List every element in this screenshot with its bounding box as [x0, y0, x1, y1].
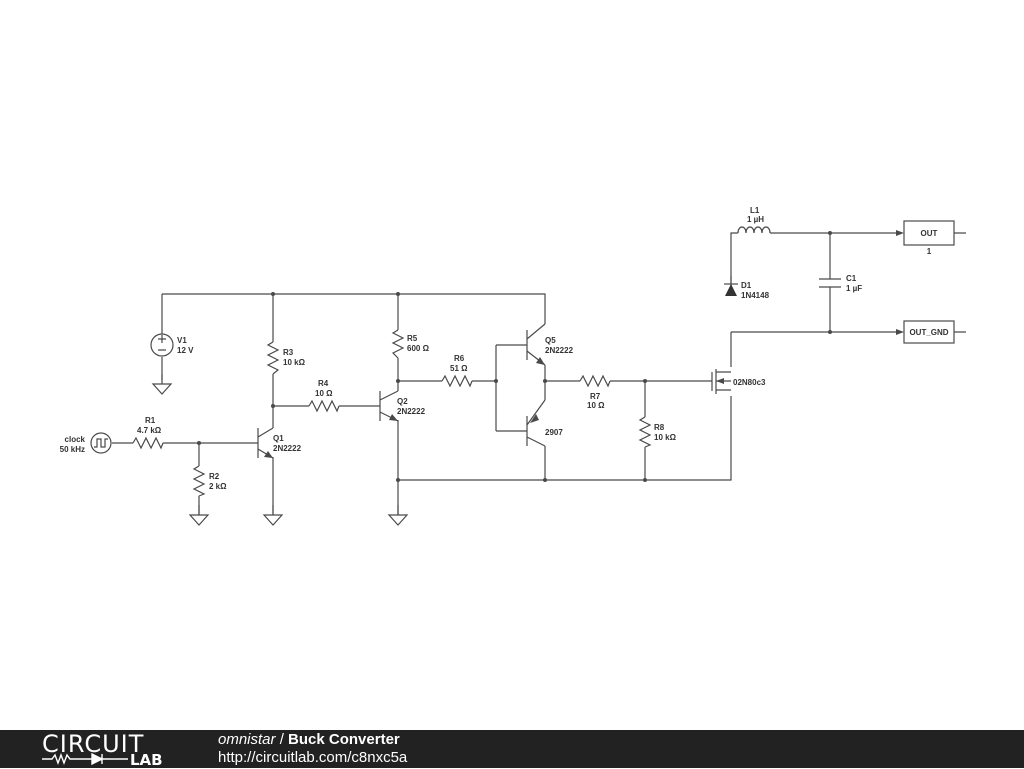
r8-name: R8: [654, 423, 665, 432]
wires: [112, 232, 966, 515]
mosfet-m1: 02N80c3: [711, 369, 766, 394]
r6-name: R6: [454, 354, 465, 363]
port-out: OUT 1: [896, 220, 955, 256]
transistor-q2: Q2 2N2222: [379, 390, 426, 422]
r5-value: 600 Ω: [407, 344, 430, 353]
r7-value: 10 Ω: [587, 401, 605, 410]
r4-name: R4: [318, 379, 329, 388]
resistor-r8: R8 10 kΩ: [638, 416, 677, 448]
resistor-r3: R3 10 kΩ: [266, 341, 306, 375]
r5-name: R5: [407, 334, 418, 343]
port-out-gnd-label: OUT_GND: [909, 328, 948, 337]
clock-name: clock: [65, 435, 86, 444]
v1-name: V1: [177, 336, 187, 345]
logo-lab-text: LAB: [130, 751, 163, 769]
resistor-r5: R5 600 Ω: [391, 329, 430, 359]
schematic-diagram: V1 12 V clock 50 kHz R1 4.7 kΩ R2 2 kΩ R…: [60, 206, 966, 526]
capacitor-c1: C1 1 µF: [819, 274, 862, 293]
logo-circuit-text: CIRCUIT: [42, 730, 145, 758]
r3-value: 10 kΩ: [283, 358, 306, 367]
q1-value: 2N2222: [273, 444, 302, 453]
r4-value: 10 Ω: [315, 389, 333, 398]
circuit-title-line: omnistar / Buck Converter: [218, 731, 400, 749]
inductor-l1: L1 1 µH: [737, 206, 771, 234]
m1-value: 02N80c3: [733, 378, 766, 387]
c1-value: 1 µF: [846, 284, 862, 293]
resistor-r2: R2 2 kΩ: [192, 465, 227, 497]
clock-value: 50 kHz: [60, 445, 85, 454]
footer-bar: CIRCUIT LAB omnistar / Buck Converter ht…: [0, 730, 1024, 768]
q2-name: Q2: [397, 397, 408, 406]
diode-d1: D1 1N4148: [724, 281, 770, 300]
r8-value: 10 kΩ: [654, 433, 677, 442]
q5-value: 2N2222: [545, 346, 574, 355]
l1-name: L1: [750, 206, 760, 215]
q1-name: Q1: [273, 434, 284, 443]
q5-name: Q5: [545, 336, 556, 345]
transistor-q5: Q5 2N2222: [526, 323, 574, 366]
junctions: [197, 231, 832, 482]
c1-name: C1: [846, 274, 857, 283]
r6-value: 51 Ω: [450, 364, 468, 373]
l1-value: 1 µH: [747, 215, 764, 224]
d1-name: D1: [741, 281, 752, 290]
author-link[interactable]: omnistar: [218, 731, 276, 748]
circuit-url[interactable]: http://circuitlab.com/c8nxc5a: [218, 749, 408, 766]
q2-value: 2N2222: [397, 407, 426, 416]
qpnp-value: 2907: [545, 428, 563, 437]
port-out-label: OUT: [921, 229, 938, 238]
resistor-r6: R6 51 Ω: [441, 354, 473, 388]
r3-name: R3: [283, 348, 294, 357]
title-separator: /: [275, 731, 289, 748]
port-out-sub: 1: [927, 247, 932, 256]
clock-source: clock 50 kHz: [60, 432, 112, 454]
d1-value: 1N4148: [741, 291, 770, 300]
circuitlab-logo: CIRCUIT LAB: [42, 730, 182, 768]
voltage-source-v1: V1 12 V: [150, 333, 194, 357]
transistor-q1: Q1 2N2222: [253, 427, 302, 459]
resistor-r7: R7 10 Ω: [579, 374, 611, 410]
r2-value: 2 kΩ: [209, 482, 227, 491]
r1-name: R1: [145, 416, 156, 425]
circuit-title: Buck Converter: [288, 731, 400, 748]
resistor-r1: R1 4.7 kΩ: [132, 416, 164, 450]
resistor-r4: R4 10 Ω: [308, 379, 340, 413]
r1-value: 4.7 kΩ: [137, 426, 162, 435]
transistor-q-pnp: 2907: [526, 399, 563, 447]
logo-circuit-icon: [42, 752, 128, 766]
r2-name: R2: [209, 472, 220, 481]
v1-value: 12 V: [177, 346, 194, 355]
r7-name: R7: [590, 392, 601, 401]
port-out-gnd: OUT_GND: [896, 320, 955, 344]
